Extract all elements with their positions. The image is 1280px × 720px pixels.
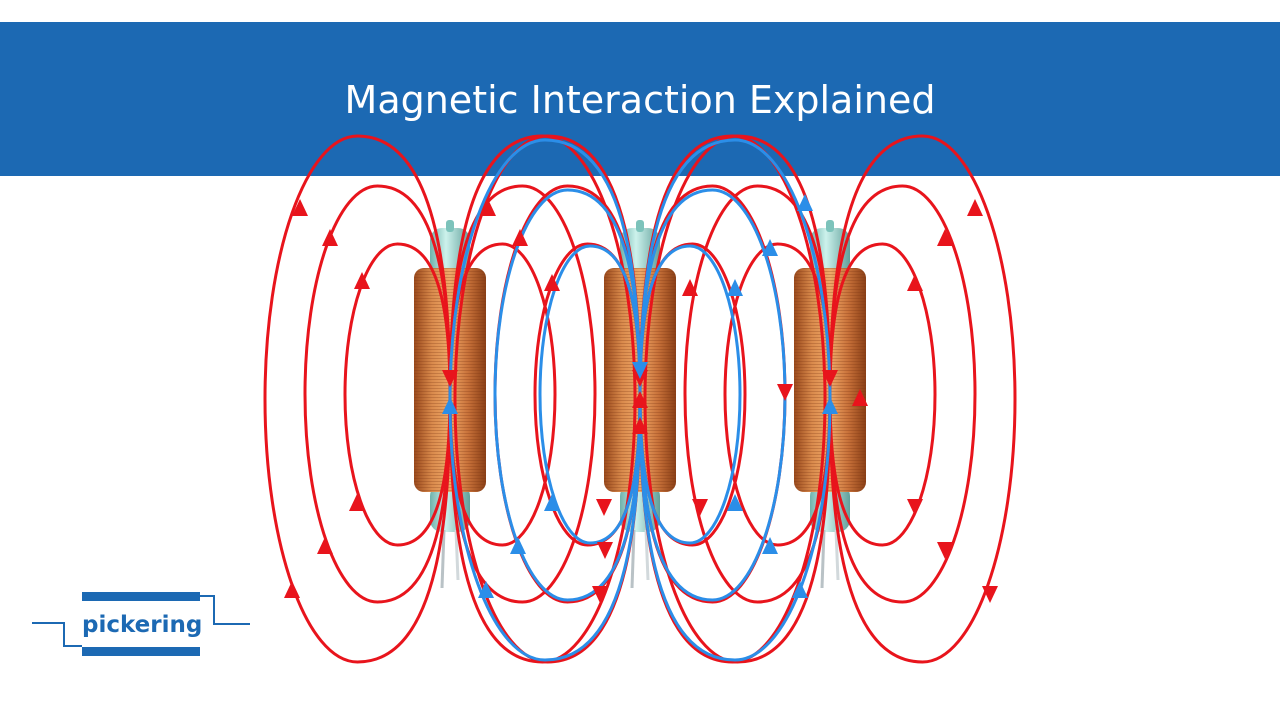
arrowhead-icon [682,279,698,296]
arrowhead-icon [322,229,338,246]
arrowhead-icon [982,586,998,603]
lead-wire [440,529,446,589]
arrowhead-icon [907,274,923,291]
arrowhead-icon [907,499,923,516]
arrowhead-icon [354,272,370,289]
glass-tip [636,220,644,232]
title-banner [0,22,1280,176]
arrowhead-icon [937,229,953,246]
arrowhead-icon [762,537,778,554]
arrowhead-icon [292,199,308,216]
lead-wire [820,529,826,589]
arrowhead-icon [822,397,838,414]
arrowhead-icon [967,199,983,216]
lead-wire [834,529,840,581]
blue-left-loop-2 [493,188,642,602]
arrowhead-icon [442,397,458,414]
arrowhead-icon [478,581,494,598]
arrowhead-icon [777,384,793,401]
arrowhead-icon [727,494,743,511]
arrowhead-icon [632,417,648,434]
arrowhead-icon [792,581,808,598]
arrowhead-icon [544,494,560,511]
arrowhead-icon [632,362,648,379]
red-left-outer-loop-2 [303,184,452,604]
arrowhead-icon [284,581,300,598]
arrowhead-icon [852,389,868,406]
glass-tip [826,220,834,232]
slide-title: Magnetic Interaction Explained [344,78,936,122]
arrowhead-icon [480,199,496,216]
arrowhead-icon [596,499,612,516]
arrowhead-icon [597,542,613,559]
red-right-inner-loop-1 [643,134,832,664]
field-arrows [284,194,998,603]
arrowhead-icon [592,586,608,603]
arrowhead-icon [544,274,560,291]
pickering-logo [32,592,250,656]
arrowhead-icon [317,537,333,554]
arrowhead-icon [632,391,648,408]
red-right-outer-loop-1 [828,134,1017,664]
lead-wire [644,529,650,581]
coils-layer [414,220,866,589]
lead-wire [630,529,636,589]
red-right-outer-loop-2 [828,184,977,604]
blue-right-loop-3 [638,244,742,545]
arrowhead-icon [727,279,743,296]
arrowhead-icon [442,370,458,387]
arrowhead-icon [349,494,365,511]
arrowhead-icon [510,537,526,554]
arrowhead-icon [512,229,528,246]
glass-tip [446,220,454,232]
red-right-outer-loop-3 [828,242,937,547]
blue-left-loop-3 [538,244,642,545]
lead-wire [454,529,460,581]
red-left-outer-loop-3 [343,242,452,547]
arrowhead-icon [762,239,778,256]
arrowhead-icon [797,194,813,211]
logo-text: pickering [82,612,203,638]
arrowhead-icon [692,499,708,516]
red-right-inner-loop-3 [723,242,832,547]
red-left-inner-loop-1 [448,134,637,664]
arrowhead-icon [822,370,838,387]
arrowhead-icon [937,542,953,559]
red-left-outer-loop-1 [263,134,452,664]
